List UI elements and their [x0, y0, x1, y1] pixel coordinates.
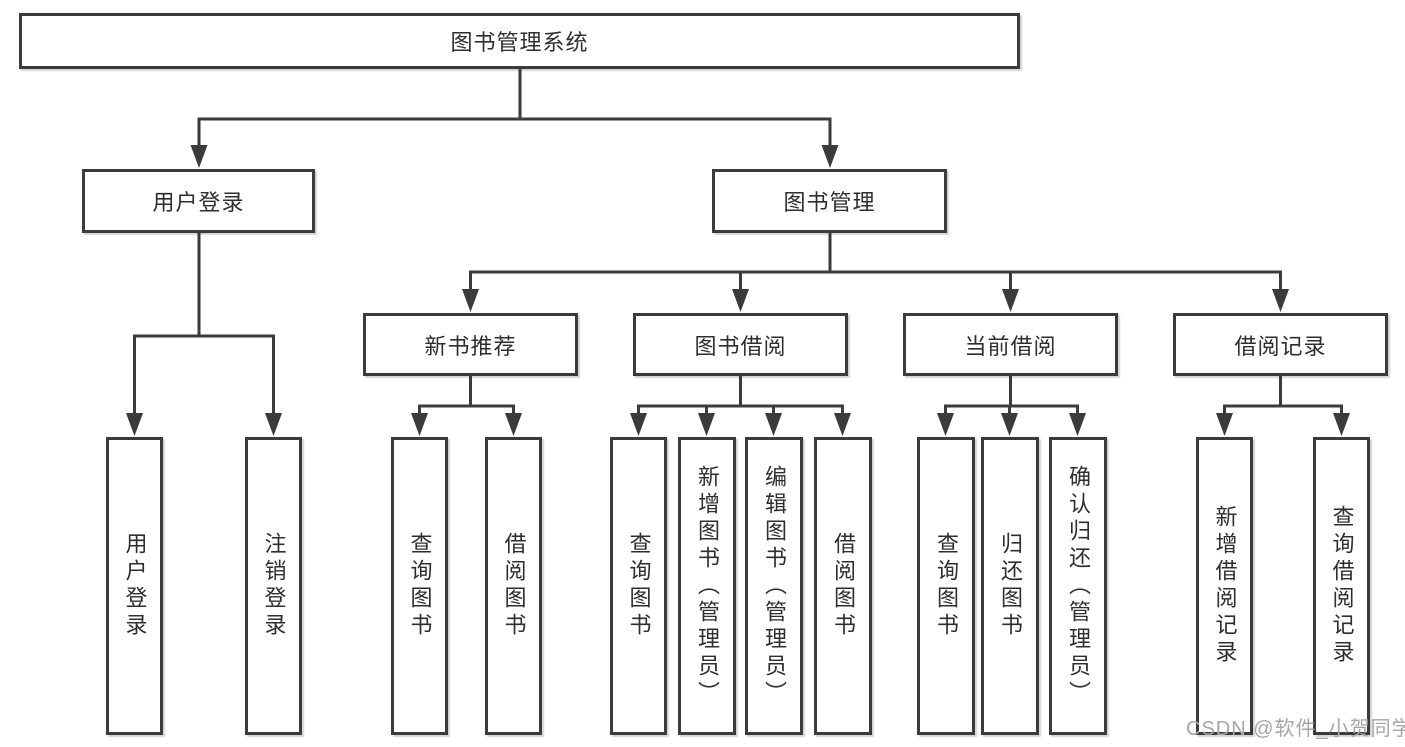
leaf-label: 归还图书	[998, 532, 1023, 640]
leaf-borrow-books-recommend: 借阅图书	[485, 437, 542, 735]
leaf-query-books-current: 查询图书	[917, 437, 975, 735]
leaf-label: 借阅图书	[501, 532, 527, 640]
leaf-query-books-recommend: 查询图书	[391, 437, 448, 735]
leaf-user-login: 用户登录	[106, 437, 163, 735]
leaf-borrow-books-borrowing: 借阅图书	[814, 437, 872, 735]
leaf-label: 用户登录	[122, 532, 148, 640]
leaf-return-books: 归还图书	[981, 437, 1039, 735]
node-user-login: 用户登录	[82, 169, 315, 233]
node-label: 当前借阅	[964, 333, 1057, 359]
node-borrowing-records: 借阅记录	[1173, 313, 1388, 376]
node-label: 图书管理	[783, 190, 876, 215]
leaf-label: 新增借阅记录	[1212, 505, 1238, 667]
node-label: 用户登录	[152, 190, 245, 215]
leaf-label: 查询图书	[407, 532, 433, 640]
leaf-label: 注销登录	[261, 532, 287, 640]
node-library-management-system: 图书管理系统	[19, 13, 1020, 69]
leaf-confirm-return-admin: 确认归还（管理员）	[1049, 437, 1107, 735]
leaf-label: 确认归还（管理员）	[1066, 464, 1091, 708]
node-book-management: 图书管理	[712, 169, 947, 233]
node-label: 图书借阅	[694, 333, 787, 359]
node-book-borrowing: 图书借阅	[633, 313, 848, 376]
leaf-query-books-borrowing: 查询图书	[610, 437, 667, 735]
watermark-text: CSDN @软件_小贺同学	[1186, 718, 1405, 740]
leaf-label: 查询借阅记录	[1329, 505, 1355, 667]
leaf-query-borrow-record: 查询借阅记录	[1313, 437, 1370, 735]
leaf-add-books-admin: 新增图书（管理员）	[678, 437, 736, 735]
node-current-borrowing: 当前借阅	[903, 313, 1118, 376]
node-label: 图书管理系统	[450, 30, 589, 55]
leaf-label: 借阅图书	[831, 532, 856, 640]
leaf-add-borrow-record: 新增借阅记录	[1196, 437, 1253, 735]
leaf-logout: 注销登录	[245, 437, 302, 735]
leaf-label: 编辑图书（管理员）	[762, 464, 787, 708]
leaf-label: 查询图书	[626, 532, 652, 640]
node-label: 借阅记录	[1234, 333, 1327, 359]
leaf-label: 查询图书	[934, 532, 959, 640]
leaf-label: 新增图书（管理员）	[695, 464, 720, 708]
leaf-edit-books-admin: 编辑图书（管理员）	[745, 437, 803, 735]
node-label: 新书推荐	[424, 333, 517, 359]
node-new-book-recommendation: 新书推荐	[363, 313, 578, 376]
